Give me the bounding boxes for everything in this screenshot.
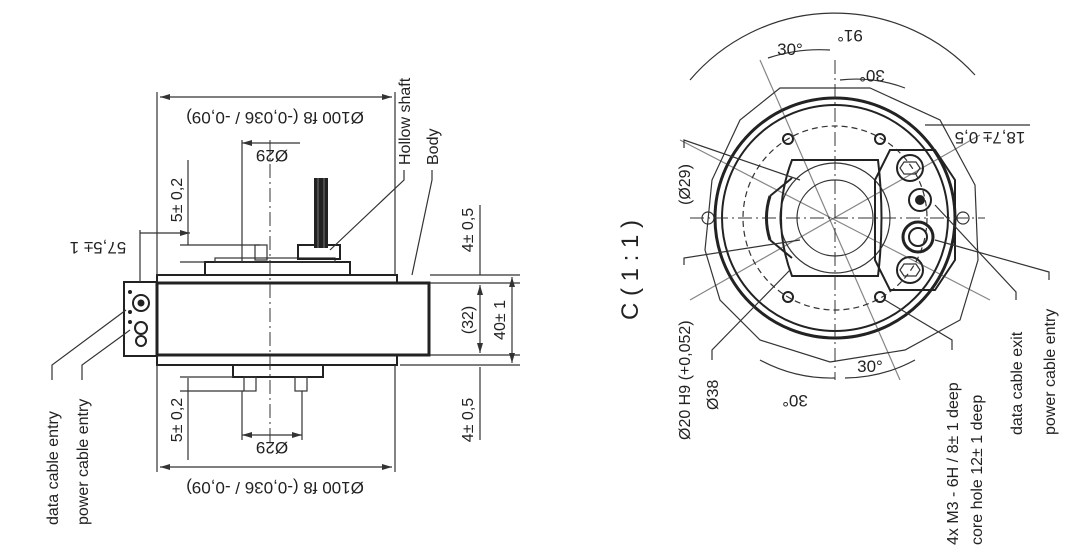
side-view: Ø100 f8 (-0,036 / -0,09) Ø29 5± 0,2 57,5… — [45, 77, 520, 525]
shaft-top-label: Ø29 — [256, 146, 288, 165]
core-hole-label: core hole 12± 1 deep — [969, 395, 986, 545]
data-cable-entry-label: data cable entry — [45, 411, 62, 525]
dia-29-label: (Ø29) — [677, 164, 694, 205]
angle-30-bottom-label: 30° — [857, 357, 883, 376]
bolt-hole-3 — [782, 291, 794, 303]
hex-screw-bottom-icon — [896, 256, 924, 284]
scale-label: C ( 1 : 1 ) — [617, 220, 644, 320]
top-hub — [204, 261, 351, 276]
data-cable-leader — [51, 309, 127, 380]
angle-30-top-label: 30° — [777, 40, 803, 59]
power-connector-icon — [134, 321, 148, 335]
body-leader — [411, 170, 433, 276]
flange-top-label: 4± 0,5 — [460, 208, 477, 252]
hex-screw-top-icon — [896, 154, 924, 182]
data-exit-icon — [908, 188, 932, 212]
power-cable-leader — [81, 329, 131, 380]
connector-plate — [874, 149, 956, 291]
angle-91-label: 91° — [837, 26, 863, 45]
top-screw-a — [254, 244, 268, 261]
bottom-hub — [232, 364, 324, 378]
flange-bottom-label: 4± 0,5 — [460, 398, 477, 442]
bolt-hole-2 — [874, 133, 886, 145]
bolt-hole-4 — [874, 291, 886, 303]
bolt-hole-1 — [782, 133, 794, 145]
hollow-shaft-label: Hollow shaft — [397, 77, 414, 165]
cable — [314, 178, 328, 248]
data-connector-icon — [132, 294, 150, 312]
dia-38-label: Ø38 — [705, 380, 722, 410]
dia-20-label: Ø20 H9 (+0,052) — [677, 320, 694, 440]
height-bottom-label: 5± 0,2 — [169, 398, 186, 442]
threads-label: 4x M3 - 6H / 8± 1 deep — [945, 382, 962, 545]
offset-label: 18,7± 0,5 — [955, 128, 1026, 147]
power-cable-entry-label: power cable entry — [75, 399, 92, 525]
bottom-diameter-label: Ø100 f8 (-0,036 / -0,09) — [186, 478, 364, 497]
body-label: Body — [425, 129, 442, 165]
body-outline — [155, 281, 431, 357]
power-entry-label: power cable entry — [1042, 309, 1059, 435]
overall-label: 57,5± 1 — [70, 238, 127, 257]
inner-height-label: (32) — [460, 306, 477, 334]
housing-outline — [704, 87, 979, 363]
angle-30-upper-label: 30° — [859, 66, 885, 85]
hollow-shaft-leader — [329, 170, 405, 251]
power-entry-icon — [901, 220, 935, 254]
front-view: C ( 1 : 1 ) — [617, 12, 1059, 545]
total-height-label: 40± 1 — [492, 300, 509, 340]
bottom-screw-a — [243, 376, 257, 392]
top-diameter-label: Ø100 f8 (-0,036 / -0,09) — [186, 108, 364, 127]
angle-91-arc — [689, 12, 976, 81]
shaft-bottom-label: Ø29 — [256, 438, 288, 457]
bottom-screw-b — [294, 376, 308, 392]
angle-30-lower-label: 30° — [782, 391, 808, 410]
data-exit-label: data cable exit — [1009, 331, 1026, 435]
height-top-label: 5± 0,2 — [169, 178, 186, 222]
